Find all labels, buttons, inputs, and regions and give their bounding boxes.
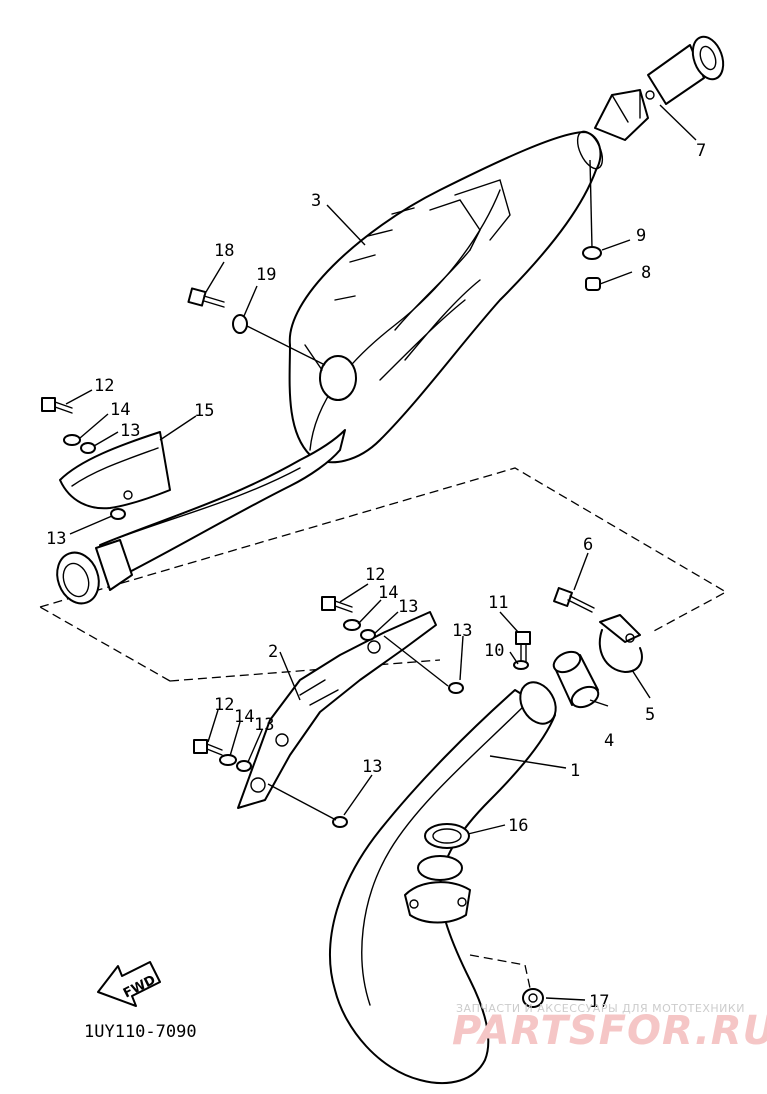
bolt-8	[585, 277, 601, 291]
grommet-13e	[236, 760, 252, 772]
callout-8: 8	[641, 263, 651, 283]
callout-13b: 13	[46, 529, 66, 549]
callout-19: 19	[256, 265, 276, 285]
muffler	[288, 130, 604, 464]
grommet-13d	[448, 682, 464, 694]
exhaust-flange	[404, 855, 471, 924]
callout-17: 17	[589, 992, 609, 1012]
callout-9: 9	[636, 226, 646, 246]
nut-17	[522, 988, 544, 1008]
watermark-tagline: ЗАПЧАСТИ И АКСЕССУАРЫ ДЛЯ МОТОТЕХНИКИ	[456, 1002, 745, 1015]
callout-13d: 13	[452, 621, 472, 641]
callout-15: 15	[194, 401, 214, 421]
small-heat-protector	[59, 431, 171, 510]
callout-16: 16	[508, 816, 528, 836]
callout-2: 2	[268, 642, 278, 662]
grommet-13a	[80, 442, 96, 454]
callout-6: 6	[583, 535, 593, 555]
callout-5: 5	[645, 705, 655, 725]
callout-11: 11	[488, 593, 508, 613]
callout-14a: 14	[110, 400, 130, 420]
grommet-13c	[360, 629, 376, 641]
large-heat-protector	[237, 611, 437, 809]
leader-lines	[65, 104, 697, 1001]
callout-3: 3	[311, 191, 321, 211]
callout-13e: 13	[254, 715, 274, 735]
bolt-11	[515, 631, 531, 663]
watermark-brand: PARTSFOR.RU	[452, 1008, 767, 1054]
grommet-13b	[110, 508, 126, 520]
muffler-inlet-end	[56, 539, 133, 605]
callout-7: 7	[696, 141, 706, 161]
callout-14b: 14	[378, 583, 398, 603]
bolt-12c	[193, 739, 223, 756]
washer-14c	[219, 754, 237, 766]
assembly-group-outline	[39, 467, 728, 682]
callout-10: 10	[484, 641, 504, 661]
gasket	[424, 823, 470, 849]
bolt-6	[553, 587, 595, 613]
callout-18: 18	[214, 241, 234, 261]
callout-1: 1	[570, 761, 580, 781]
drawing-code: 1UY110-7090	[84, 1022, 197, 1042]
callout-13a: 13	[120, 421, 140, 441]
washer-14b	[343, 619, 361, 631]
tail-pipe	[594, 35, 725, 141]
callout-12c: 12	[214, 695, 234, 715]
callout-12a: 12	[94, 376, 114, 396]
exhaust-header-pipe	[329, 681, 557, 1085]
callout-12b: 12	[365, 565, 385, 585]
joint-sleeve	[552, 650, 600, 709]
forward-arrow-icon: FWD	[97, 961, 161, 1007]
washer-14a	[63, 434, 81, 446]
clamp	[598, 614, 643, 673]
callout-4: 4	[604, 731, 614, 751]
washer-19	[232, 314, 248, 334]
bolt-12a	[41, 397, 73, 414]
bolt-12b	[321, 596, 353, 613]
bolt-18	[187, 287, 225, 308]
muffler-inlet-pipe	[99, 429, 346, 583]
callout-14c: 14	[234, 707, 254, 727]
callout-13c: 13	[398, 597, 418, 617]
nut-9	[582, 246, 602, 260]
grommet-13f	[332, 816, 348, 828]
callout-13f: 13	[362, 757, 382, 777]
